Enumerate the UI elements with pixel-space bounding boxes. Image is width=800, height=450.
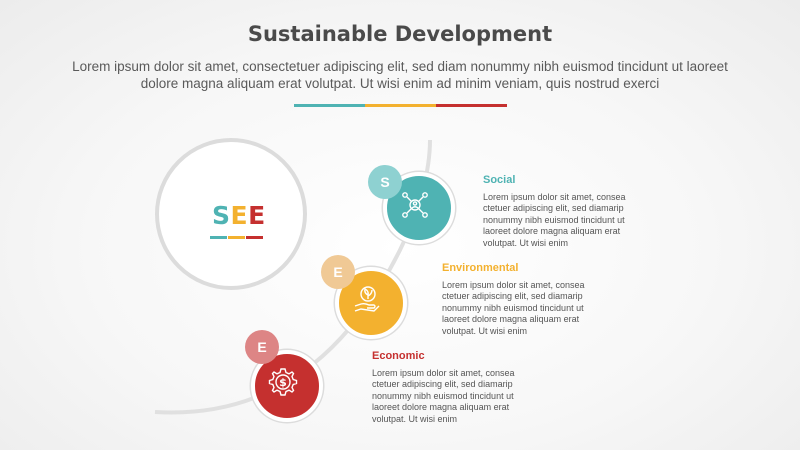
environmental-letter-badge: E	[321, 255, 355, 289]
hand-leaf-icon	[354, 286, 380, 312]
svg-text:$: $	[279, 376, 287, 389]
economic-letter-badge: E	[245, 330, 279, 364]
see-letter-e1: E	[230, 201, 249, 230]
social-body: Lorem ipsum dolor sit amet, consea ctetu…	[483, 192, 626, 248]
social-letter-badge: S	[368, 165, 402, 199]
gear-dollar-icon: $	[268, 368, 298, 396]
see-label: SEE	[212, 201, 266, 230]
divider-social	[294, 104, 365, 107]
page-title: Sustainable Development	[247, 22, 553, 46]
see-bar-economic	[246, 236, 263, 239]
people-network-icon	[402, 192, 428, 218]
environmental-title: Environmental	[442, 262, 519, 274]
economic-title: Economic	[372, 350, 425, 362]
environmental-circle	[335, 267, 407, 339]
divider-economic	[436, 104, 507, 107]
see-bar-social	[210, 236, 227, 239]
divider-environmental	[365, 104, 436, 107]
see-bar-environmental	[228, 236, 245, 239]
see-letter-s: S	[212, 201, 231, 230]
social-title: Social	[483, 174, 516, 186]
see-center-circle	[155, 138, 307, 290]
page-subtitle: Lorem ipsum dolor sit amet, consectetuer…	[72, 59, 728, 91]
see-letter-e2: E	[248, 201, 266, 230]
economic-body: Lorem ipsum dolor sit amet, consea ctetu…	[372, 368, 515, 424]
environmental-body: Lorem ipsum dolor sit amet, consea ctetu…	[442, 280, 585, 336]
